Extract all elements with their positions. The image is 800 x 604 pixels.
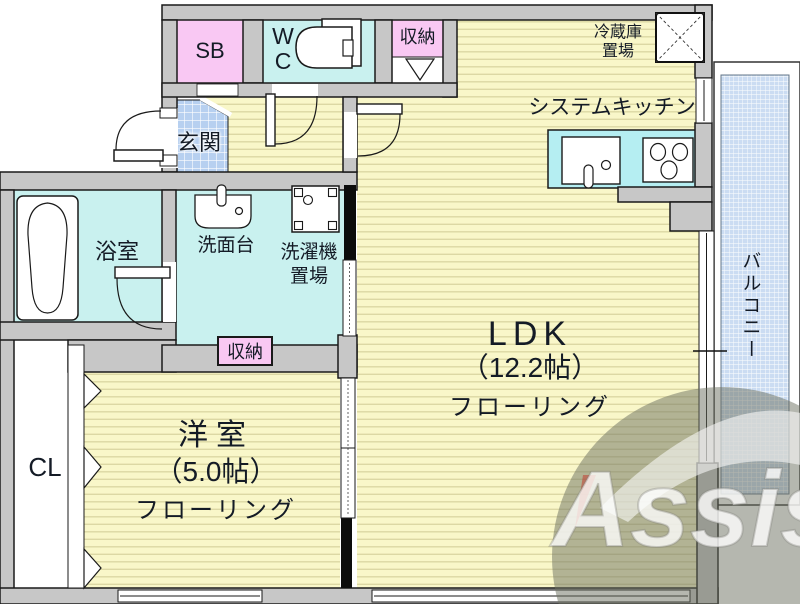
closet-folddoor-1 [83, 372, 102, 410]
label-storage-mid: 収納 [217, 336, 273, 366]
entrance-jamb-top [159, 107, 178, 119]
wc-door-opening [272, 84, 318, 96]
wall-fills [341, 185, 356, 588]
wall-kitchen-step1 [617, 186, 713, 203]
closet-folddoor-3 [83, 547, 102, 590]
entrance-door-swing [115, 110, 162, 151]
wall-wc-storage [374, 19, 393, 84]
wall-partition-mid [337, 334, 358, 379]
balcony-deck [720, 74, 790, 495]
wall-kitchen-step2 [669, 201, 713, 232]
ldk-door-swing [357, 113, 401, 157]
wc-door-swing [274, 95, 318, 145]
entrance-step-line [199, 95, 233, 118]
wc-door-leaf [265, 93, 276, 147]
bath-door-swing [116, 277, 163, 330]
fridge-space-box [655, 12, 705, 63]
washstand-icon [194, 184, 252, 229]
wall-black-2 [341, 518, 352, 588]
sb-door-opening [196, 83, 239, 97]
storage-top-folddoor [404, 58, 436, 82]
entrance-opening [161, 108, 178, 168]
wall-hall-washroom [0, 171, 358, 191]
room-west-floor [84, 372, 340, 588]
wall-right-2 [694, 122, 713, 188]
wall-right-3 [696, 462, 719, 604]
wall-bath-bottom [0, 321, 177, 341]
closet-folddoor-2 [83, 445, 102, 490]
washing-machine-icon [291, 185, 340, 233]
ldk-door-opening [344, 112, 357, 158]
sliding-door-washroom [342, 259, 357, 337]
stove-icon [642, 137, 694, 183]
wall-left-exterior [0, 189, 15, 604]
ldk-door-leaf [356, 103, 403, 115]
wall-top [161, 4, 713, 21]
wall-sb-wc [242, 19, 264, 84]
floors [13, 14, 800, 588]
bath-door-leaf [114, 266, 171, 279]
bathtub-icon [16, 195, 79, 321]
kitchen-sink-icon [561, 136, 621, 189]
room-sb-floor [176, 14, 244, 84]
closet-door-strip [67, 344, 85, 589]
doors-windows [67, 58, 727, 603]
room-storage-top-floor [391, 14, 444, 58]
toilet-icon [295, 18, 362, 69]
fixtures [16, 12, 705, 321]
wall-black-1 [344, 185, 356, 262]
entrance-door-leaf [113, 149, 164, 162]
